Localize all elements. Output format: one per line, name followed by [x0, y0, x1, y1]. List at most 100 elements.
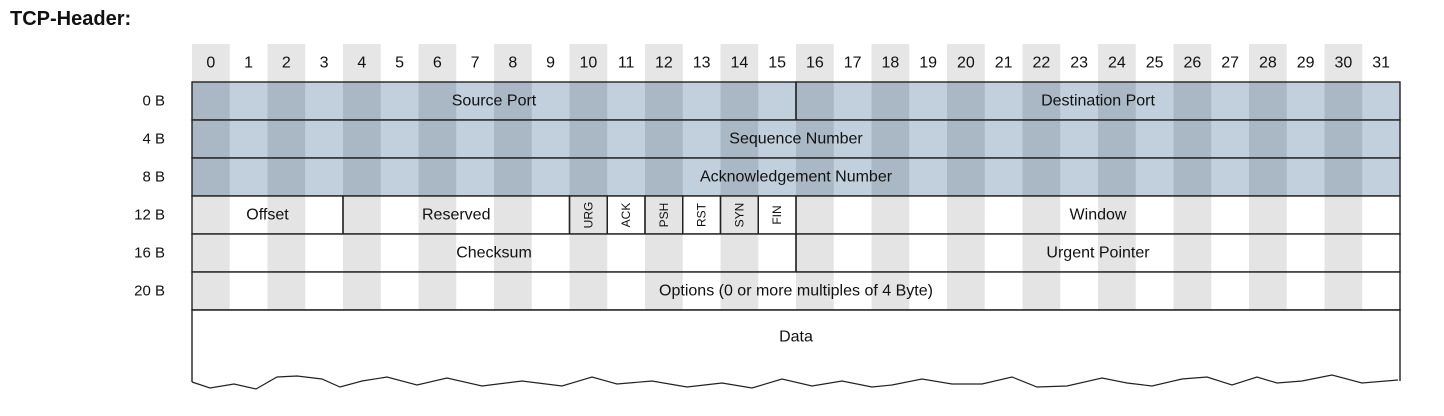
bit-cell	[1362, 272, 1401, 310]
bit-cell	[909, 234, 948, 272]
bit-cell	[494, 196, 533, 234]
bit-cell	[305, 158, 344, 196]
bit-cell	[531, 272, 570, 310]
bit-cell	[1060, 82, 1099, 120]
bit-cell	[796, 120, 835, 158]
field-label: Sequence Number	[729, 131, 863, 148]
bit-number: 24	[1108, 55, 1126, 72]
bit-cell	[305, 196, 344, 234]
bit-cell	[531, 234, 570, 272]
bit-cell	[796, 196, 835, 234]
bit-cell	[833, 196, 872, 234]
bit-cell	[305, 82, 344, 120]
bit-cell	[1324, 82, 1363, 120]
bit-cell	[305, 234, 344, 272]
bit-cell	[1362, 120, 1401, 158]
bit-number: 12	[655, 55, 673, 72]
bit-cell	[531, 120, 570, 158]
bit-cell	[494, 120, 533, 158]
bit-cell	[1098, 120, 1137, 158]
bit-column-head	[720, 44, 759, 82]
bit-number: 18	[881, 55, 899, 72]
bit-cell	[909, 82, 948, 120]
field-label: Urgent Pointer	[1046, 245, 1150, 262]
bit-cell	[531, 196, 570, 234]
bit-cell	[607, 234, 646, 272]
bit-column-head	[569, 44, 608, 82]
bit-cell	[645, 272, 684, 310]
bit-cell	[758, 196, 797, 234]
bit-number: 23	[1070, 55, 1088, 72]
bit-cell	[1362, 234, 1401, 272]
bit-cell	[833, 234, 872, 272]
bit-cell	[607, 82, 646, 120]
bit-column-head	[1324, 44, 1363, 82]
bit-column-head	[229, 44, 268, 82]
bit-number: 9	[546, 55, 555, 72]
bit-cell	[833, 272, 872, 310]
bit-cell	[1173, 82, 1212, 120]
bit-cell	[947, 82, 986, 120]
bit-cell	[1135, 82, 1174, 120]
bit-cell	[1098, 272, 1137, 310]
bit-cell	[909, 272, 948, 310]
row-offset-label: 16 B	[134, 245, 165, 262]
bit-number: 29	[1297, 55, 1315, 72]
bit-cell	[682, 272, 721, 310]
bit-cell	[758, 272, 797, 310]
bit-cell	[1022, 120, 1061, 158]
bit-cell	[418, 272, 457, 310]
bit-cell	[380, 234, 419, 272]
bit-cell	[192, 196, 231, 234]
bit-number: 0	[206, 55, 215, 72]
bit-cell	[720, 158, 759, 196]
bit-number: 2	[282, 55, 291, 72]
data-area-border	[191, 309, 1401, 382]
bit-cell	[229, 120, 268, 158]
bit-cell	[494, 158, 533, 196]
bit-cell	[796, 272, 835, 310]
bit-cell	[267, 158, 306, 196]
bit-cell	[833, 82, 872, 120]
bit-cell	[871, 196, 910, 234]
bit-cell	[758, 120, 797, 158]
row-offset-label: 4 B	[142, 131, 165, 148]
bit-number: 26	[1183, 55, 1201, 72]
bit-cell	[645, 158, 684, 196]
bit-cell	[1098, 82, 1137, 120]
bit-number: 5	[395, 55, 404, 72]
bit-cell	[947, 196, 986, 234]
bit-cell	[1211, 196, 1250, 234]
bit-cell	[645, 120, 684, 158]
field-label: Reserved	[422, 207, 490, 224]
bit-column-head	[682, 44, 721, 82]
bit-number: 14	[730, 55, 748, 72]
row-offset-label: 12 B	[134, 207, 165, 224]
flag-label: RST	[695, 202, 709, 227]
flag-label: SYN	[732, 203, 746, 228]
bit-cell	[267, 272, 306, 310]
bit-cell	[1173, 120, 1212, 158]
bit-cell	[531, 82, 570, 120]
bit-cell	[343, 120, 382, 158]
bit-cell	[833, 120, 872, 158]
bit-cell	[192, 120, 231, 158]
bit-column-head	[796, 44, 835, 82]
bit-cell	[1060, 158, 1099, 196]
bit-cell	[607, 120, 646, 158]
bit-cell	[456, 196, 495, 234]
row-offset-label: 20 B	[134, 283, 165, 300]
bit-cell	[1098, 234, 1137, 272]
bit-number: 19	[919, 55, 937, 72]
bit-cell	[1022, 196, 1061, 234]
bit-column-head	[305, 44, 344, 82]
bit-cell	[1286, 272, 1325, 310]
bit-cell	[758, 82, 797, 120]
bit-cell	[1211, 158, 1250, 196]
bit-column-head	[607, 44, 646, 82]
bit-cell	[1286, 234, 1325, 272]
bit-cell	[871, 120, 910, 158]
bit-cell	[1249, 158, 1288, 196]
bit-cell	[1211, 272, 1250, 310]
